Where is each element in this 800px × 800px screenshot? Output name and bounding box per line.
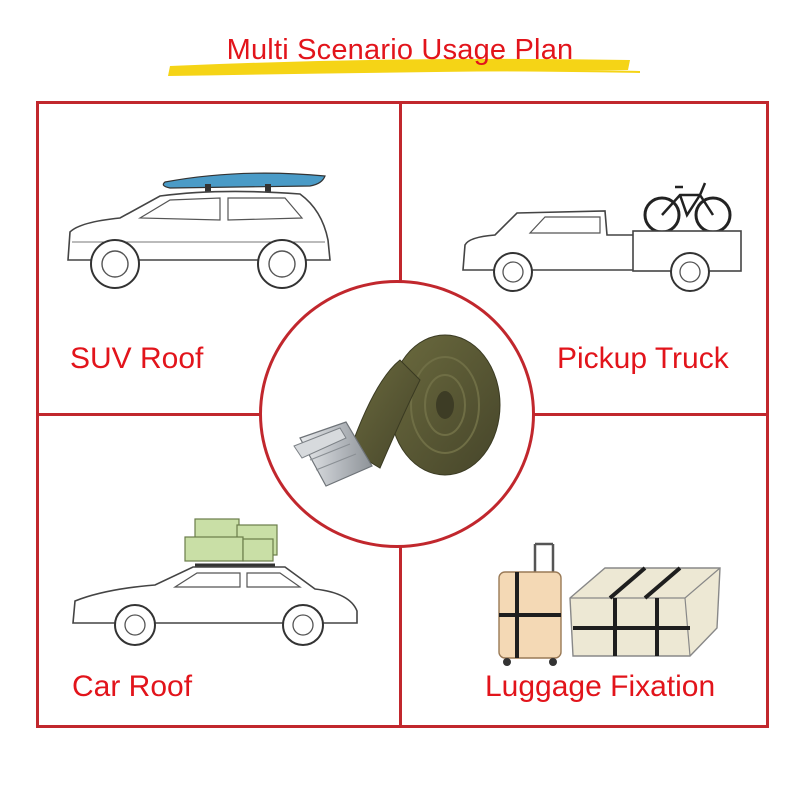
pickup-truck-with-bike-icon [462, 182, 742, 292]
suv-with-surfboard-icon [67, 172, 331, 289]
sedan-with-boxes-icon [72, 518, 358, 646]
scenario-label-pickup-truck: Pickup Truck [557, 342, 729, 375]
scenario-label-car-roof: Car Roof [72, 670, 193, 703]
page-title: Multi Scenario Usage Plan [226, 34, 574, 66]
strapped-luggage-icon [498, 542, 721, 666]
scenario-label-luggage-fixation: Luggage Fixation [485, 670, 716, 703]
scenario-label-suv-roof: SUV Roof [70, 342, 204, 375]
highlight-swoosh-icon [168, 58, 641, 76]
cam-buckle-strap-icon [293, 334, 501, 487]
title-banner: Multi Scenario Usage Plan [0, 30, 800, 80]
